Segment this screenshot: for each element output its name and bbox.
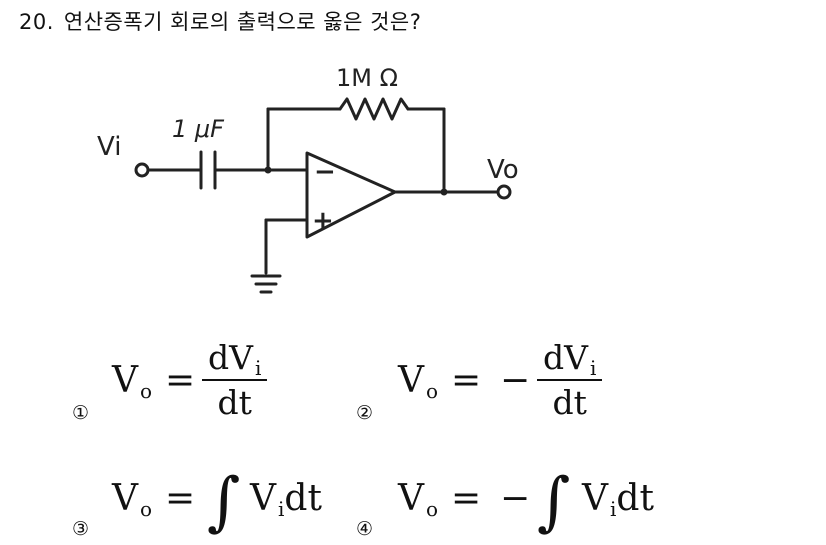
minus-sign: − xyxy=(314,157,336,187)
input-terminal xyxy=(134,162,150,178)
option-4-marker: ④ xyxy=(356,518,374,540)
junction-dot-output xyxy=(440,188,448,196)
capacitor-label: 1 μF xyxy=(172,115,225,143)
question-body: 연산증폭기 회로의 출력으로 옳은 것은? xyxy=(63,10,422,34)
resistor-zigzag xyxy=(338,97,410,121)
op-amp-triangle xyxy=(305,151,397,239)
plus-sign: + xyxy=(312,206,334,236)
option-3-marker: ③ xyxy=(72,518,90,540)
option-3-equals: = xyxy=(165,478,196,519)
op-amp-differentiator-circuit: Vi 1 μF 1M Ω Vo − + xyxy=(97,64,519,294)
option-2-minus: − xyxy=(500,360,531,401)
output-label: Vo xyxy=(487,155,519,185)
option-1-marker: ① xyxy=(72,402,90,424)
option-4-integral-sign: ∫ xyxy=(537,465,571,539)
resistor-label: 1M Ω xyxy=(336,64,398,92)
option-1-denominator: dt xyxy=(217,383,252,422)
option-4-minus: − xyxy=(500,478,531,519)
option-3-integral-sign: ∫ xyxy=(207,465,241,539)
option-2-denominator: dt xyxy=(552,383,587,422)
option-2-marker: ② xyxy=(356,402,374,424)
input-label: Vi xyxy=(97,132,121,162)
option-1-equals: = xyxy=(165,360,196,401)
option-2-equals: = xyxy=(451,360,482,401)
question-number: 20. xyxy=(19,10,54,34)
question-text: 20. 연산증폭기 회로의 출력으로 옳은 것은? xyxy=(19,6,421,36)
output-terminal xyxy=(496,184,512,200)
junction-dot-input xyxy=(264,166,272,174)
option-4-equals: = xyxy=(451,478,482,519)
